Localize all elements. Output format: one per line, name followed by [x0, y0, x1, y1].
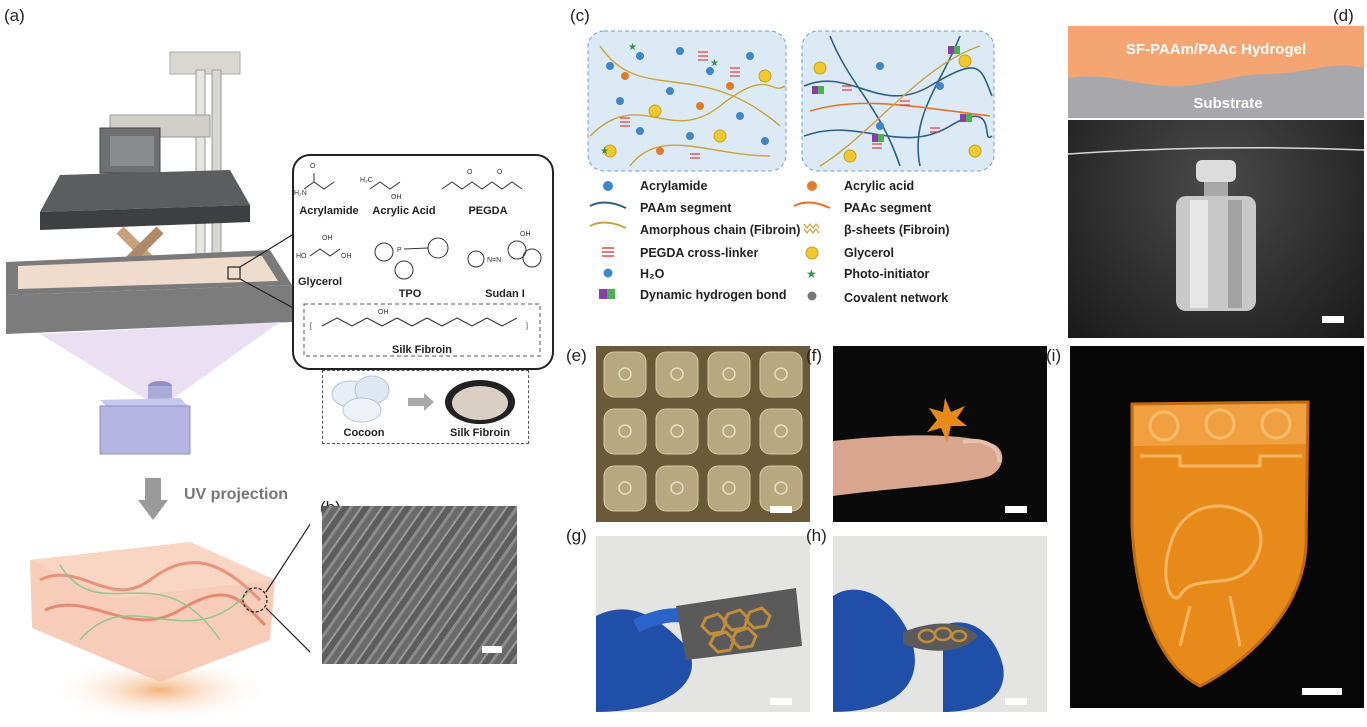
chem-label-acrylic-acid: Acrylic Acid [372, 205, 435, 217]
svg-text:N=N: N=N [487, 257, 501, 264]
chem-label-acrylamide: Acrylamide [299, 205, 358, 217]
svg-text:HO: HO [296, 253, 307, 260]
chem-label-silk-fibroin: Silk Fibroin [392, 344, 452, 356]
substrate-label: Substrate [1193, 95, 1262, 112]
svg-text:[: [ [310, 323, 312, 330]
legend-right-1: PAAc segment [844, 201, 932, 215]
svg-text:★: ★ [600, 146, 609, 157]
panel-label-h: (h) [806, 526, 827, 545]
scale-bar [1302, 688, 1342, 695]
svg-text:★: ★ [806, 267, 817, 281]
legend-right-4: Photo-initiator [844, 267, 930, 281]
sem-image [322, 506, 517, 664]
scale-bar [1005, 506, 1027, 513]
svg-text:H₂N: H₂N [294, 190, 307, 197]
legend-right-2: β-sheets (Fibroin) [844, 223, 950, 237]
finger-star-illustration [833, 398, 1003, 496]
svg-text:★: ★ [710, 58, 719, 69]
svg-text:OH: OH [341, 253, 352, 260]
svg-text:★: ★ [628, 42, 637, 53]
svg-text:O: O [497, 169, 503, 176]
svg-text:H₂C: H₂C [360, 177, 373, 184]
chem-label-sudan: Sudan I [485, 288, 525, 300]
panel-label-d: (d) [1333, 6, 1354, 25]
legend-left-2: Amorphous chain (Fibroin) [640, 223, 800, 237]
glove-photo-bend-2 [833, 536, 1047, 712]
svg-text:OH: OH [378, 309, 389, 316]
legend-right-3: Glycerol [844, 246, 894, 260]
svg-text:]: ] [526, 323, 528, 330]
panel-label-e: (e) [566, 346, 587, 365]
legend-right-0: Acrylic acid [844, 179, 914, 193]
chemistry-box [292, 154, 554, 370]
down-arrow-icon [138, 478, 168, 520]
hydrogel-label: SF-PAAm/PAAc Hydrogel [1126, 41, 1306, 58]
glove-photo-bend-1 [596, 536, 810, 712]
shield-photo [1070, 346, 1364, 708]
svg-text:OH: OH [322, 235, 333, 242]
scale-bar [1322, 316, 1344, 323]
svg-text:OH: OH [391, 194, 402, 201]
legend-left-0: Acrylamide [640, 179, 707, 193]
scale-bar [770, 698, 792, 705]
panel-label-a: (a) [4, 6, 25, 25]
legend-left-5: Dynamic hydrogen bond [640, 288, 787, 302]
hydrogel-network-illustration [30, 523, 310, 720]
microneedle-array [603, 351, 803, 512]
chem-label-glycerol: Glycerol [298, 276, 342, 288]
cocoon-illustration: Cocoon Silk Fibroin [331, 375, 515, 439]
svg-text:O: O [467, 169, 473, 176]
svg-text:OH: OH [520, 231, 531, 238]
scale-bar [482, 646, 502, 653]
chem-label-pegda: PEGDA [468, 205, 507, 217]
scale-bar [1005, 698, 1027, 705]
weight-photo [1068, 120, 1364, 338]
panel-label-i: (i) [1046, 346, 1062, 365]
glove-film-illustration-1 [596, 588, 802, 712]
panel-label-f: (f) [806, 346, 823, 365]
legend-left-1: PAAm segment [640, 201, 732, 215]
chem-label-tpo: TPO [399, 288, 422, 300]
scale-bar [770, 506, 792, 513]
hydrogel-substrate-diagram: SF-PAAm/PAAc Hydrogel Substrate [1068, 26, 1364, 118]
svg-text:O: O [310, 163, 316, 170]
silk-fibroin-powder-label: Silk Fibroin [450, 427, 510, 439]
printer-illustration [6, 51, 292, 455]
chemistry-structures: O H₂N H₂C OH O O HO OH OH P N=N OH [ ] O… [294, 163, 542, 357]
zoom-lines-a [239, 231, 298, 311]
legend-left-3: PEGDA cross-linker [640, 246, 758, 260]
shield-print-illustration [1130, 400, 1310, 688]
panel-label-c: (c) [570, 6, 590, 25]
glove-film-illustration-2 [833, 589, 1004, 712]
array-photo [596, 346, 810, 522]
legend-right-5: Covalent network [844, 291, 948, 305]
network-schematic: ★ ★ ★ ★ Acrylamide PAAm segment Amorphous … [587, 30, 995, 305]
legend-left-4: H₂O [640, 267, 665, 281]
uv-projection-label: UV projection [184, 486, 289, 503]
weight-illustration [1068, 147, 1364, 311]
cocoon-label: Cocoon [344, 427, 385, 439]
panel-label-g: (g) [566, 526, 587, 545]
svg-text:P: P [397, 247, 402, 254]
finger-photo [833, 346, 1047, 522]
